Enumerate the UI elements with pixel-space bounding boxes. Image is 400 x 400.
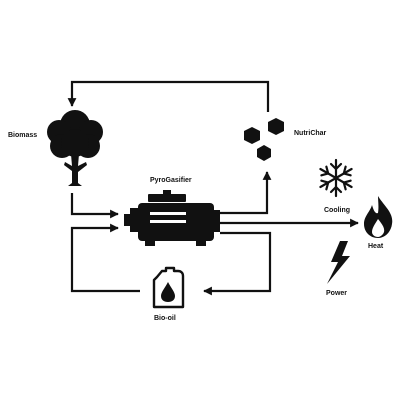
char-pellets-icon bbox=[244, 118, 284, 161]
label-cooling: Cooling bbox=[324, 207, 351, 214]
arrow-pyrogasifier-to-nutrichar bbox=[220, 171, 272, 215]
label-biomass: Biomass bbox=[8, 132, 38, 139]
lightning-bolt-icon bbox=[327, 241, 350, 284]
label-pyrogasifier: PyroGasifier bbox=[150, 177, 192, 184]
label-heat: Heat bbox=[368, 243, 384, 250]
engine-icon bbox=[124, 190, 220, 246]
arrow-nutrichar-to-biomass bbox=[67, 80, 270, 112]
arrow-bio-oil-to-pyrogasifier bbox=[70, 223, 140, 293]
label-power: Power bbox=[326, 290, 348, 297]
arrow-biomass-to-pyrogasifier bbox=[70, 193, 119, 219]
flame-icon bbox=[364, 196, 393, 238]
arrow-pyrogasifier-to-bio-oil bbox=[203, 231, 272, 296]
tree-icon bbox=[47, 110, 103, 186]
label-bio-oil: Bio-oil bbox=[154, 315, 176, 322]
oil-canister-icon bbox=[152, 266, 185, 309]
snowflake-icon bbox=[316, 158, 356, 198]
label-nutrichar: NutriChar bbox=[294, 130, 327, 137]
